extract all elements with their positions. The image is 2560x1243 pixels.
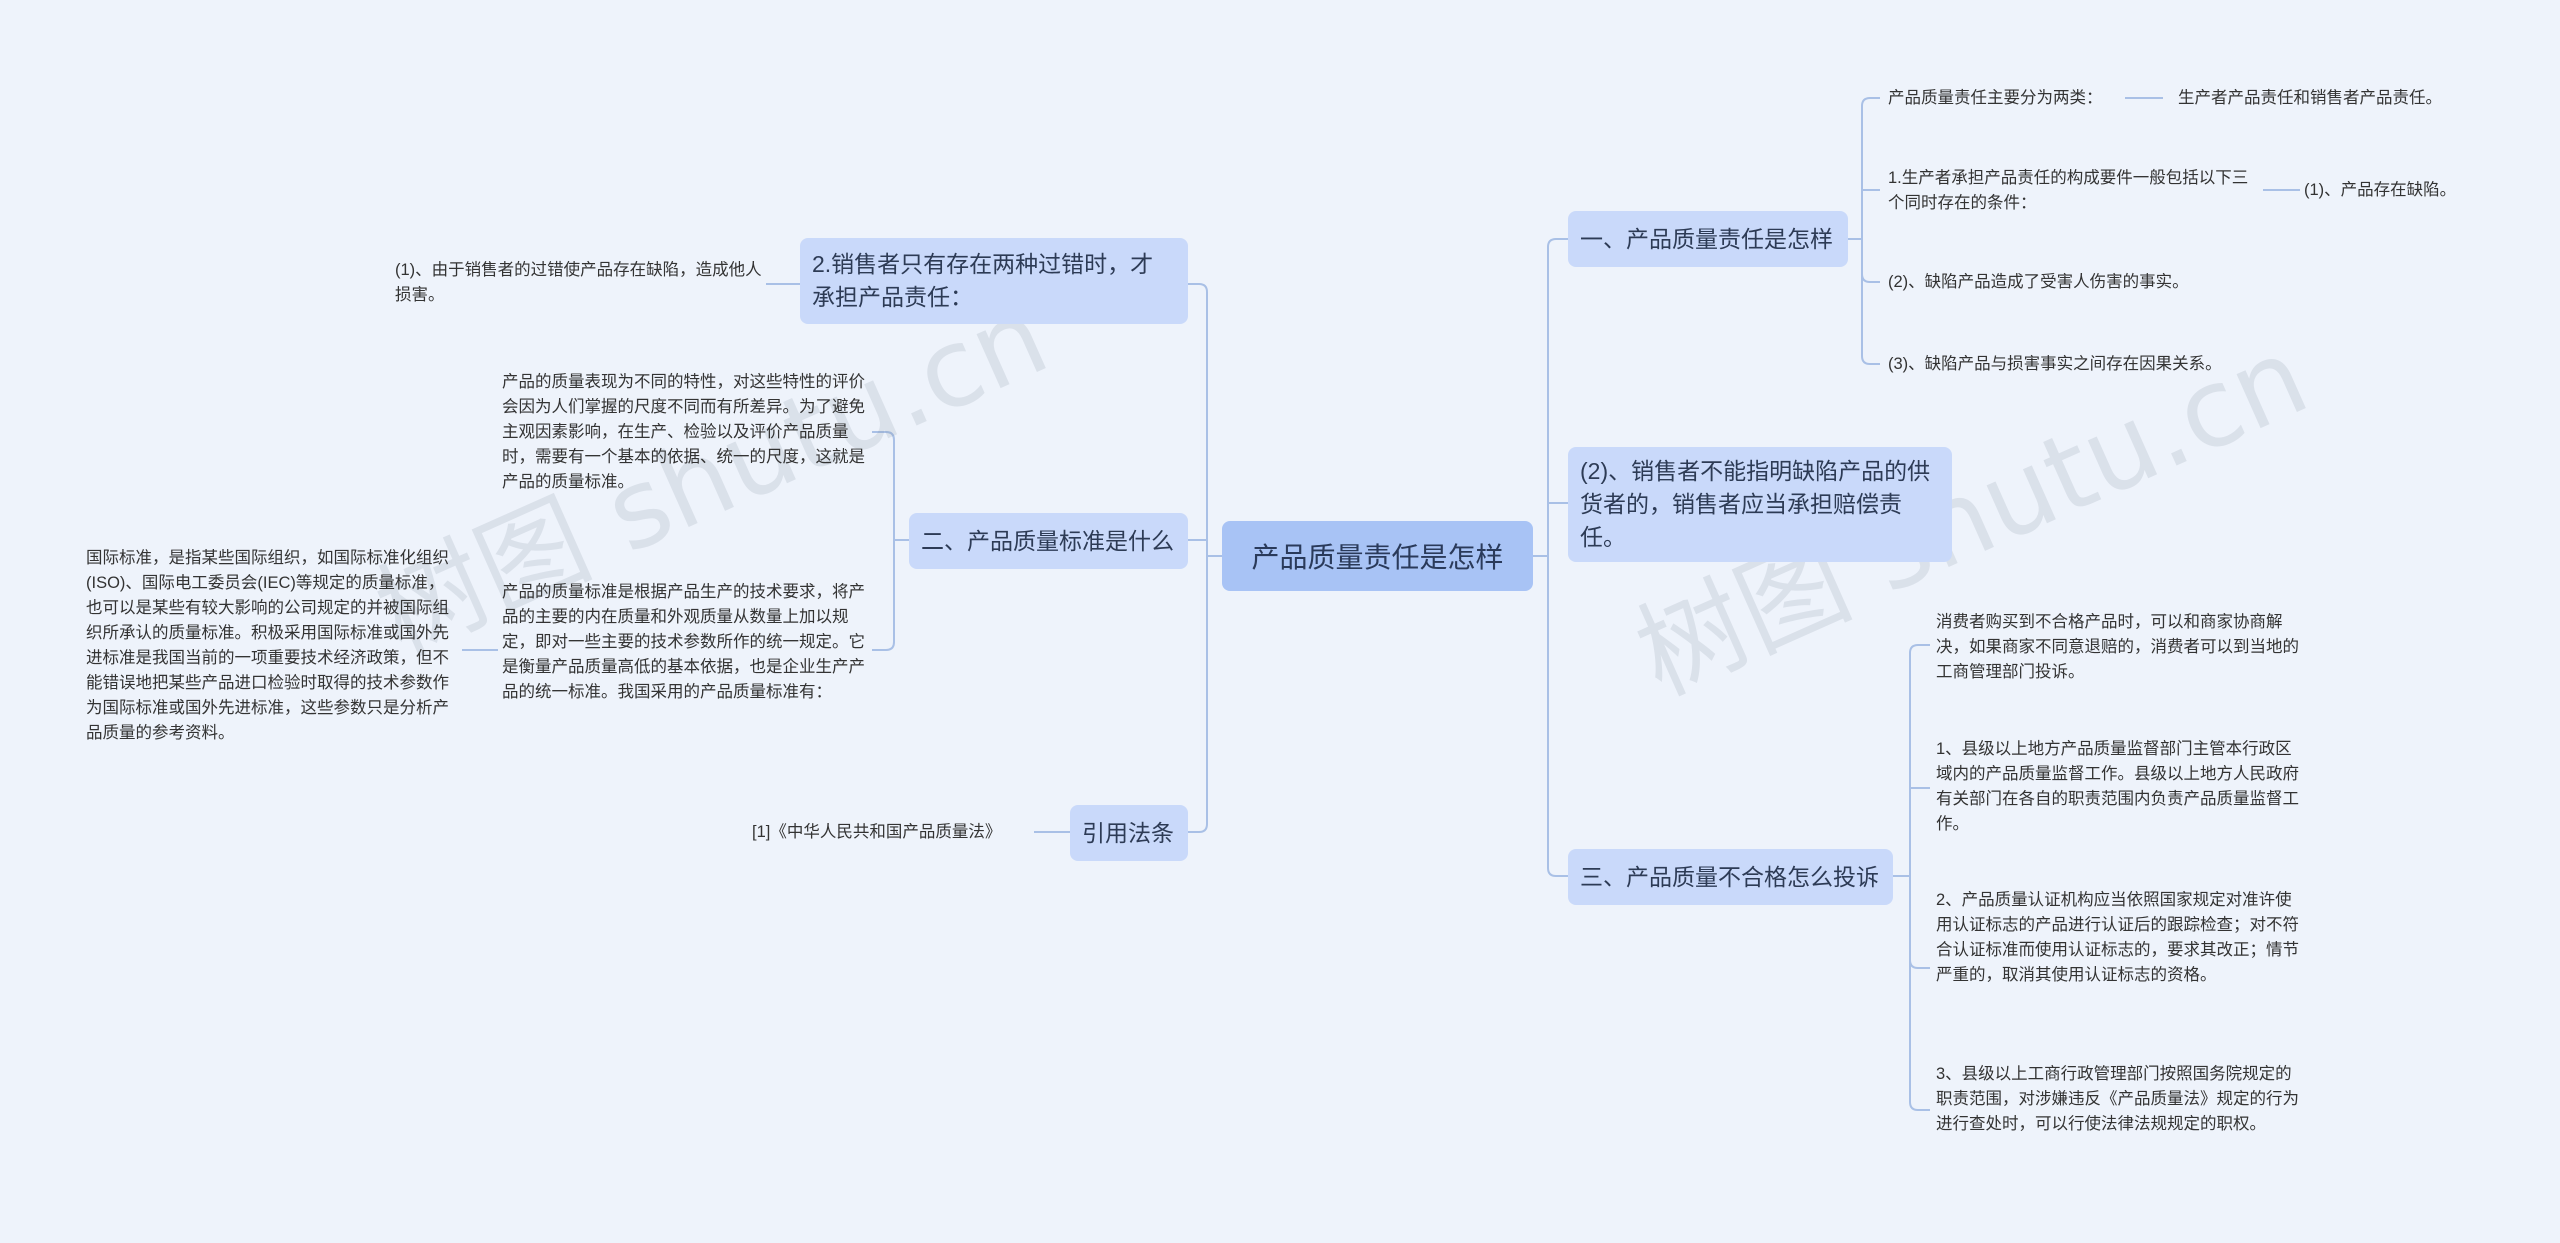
leaf-complaint-commerce: 3、县级以上工商行政管理部门按照国务院规定的职责范围，对涉嫌违反《产品质量法》规…	[1936, 1065, 2299, 1133]
leaf-cited-law-1: [1]《中华人民共和国产品质量法》	[752, 823, 1002, 841]
root-topic-label: 产品质量责任是怎样	[1251, 542, 1504, 573]
branch-seller-faults[interactable]: 2.销售者只有存在两种过错时，才承担产品责任：	[800, 238, 1188, 324]
leaf-liability-kinds: 生产者产品责任和销售者产品责任。	[2178, 89, 2442, 107]
branch-label: 三、产品质量不合格怎么投诉	[1580, 863, 1879, 890]
leaf-condition-2: (2)、缺陷产品造成了受害人伤害的事实。	[1888, 273, 2189, 291]
leaf-conditions: 1.生产者承担产品责任的构成要件一般包括以下三个同时存在的条件：	[1888, 169, 2249, 212]
root-topic[interactable]: 产品质量责任是怎样	[1222, 521, 1533, 591]
branch-label: (2)、销售者不能指明缺陷产品的供货者的，销售者应当承担赔偿责任。	[1580, 458, 1931, 550]
branch-label: 一、产品质量责任是怎样	[1580, 225, 1833, 252]
leaf-complaint-certification: 2、产品质量认证机构应当依照国家规定对准许使用认证标志的产品进行认证后的跟踪检查…	[1936, 891, 2299, 984]
leaf-condition-3: (3)、缺陷产品与损害事实之间存在因果关系。	[1888, 355, 2222, 373]
branch-product-liability[interactable]: 一、产品质量责任是怎样	[1568, 211, 1848, 267]
leaf-complaint-consumer: 消费者购买到不合格产品时，可以和商家协商解决，如果商家不同意退赔的，消费者可以到…	[1936, 613, 2299, 681]
leaf-complaint-county: 1、县级以上地方产品质量监督部门主管本行政区域内的产品质量监督工作。县级以上地方…	[1936, 740, 2299, 833]
leaf-quality-traits: 产品的质量表现为不同的特性，对这些特性的评价会因为人们掌握的尺度不同而有所差异。…	[502, 373, 865, 491]
leaf-liability-types: 产品质量责任主要分为两类：	[1888, 89, 2103, 107]
branch-complaint[interactable]: 三、产品质量不合格怎么投诉	[1568, 849, 1893, 905]
branch-cited-law[interactable]: 引用法条	[1070, 805, 1188, 861]
leaf-international-standard: 国际标准，是指某些国际组织，如国际标准化组织(ISO)、国际电工委员会(IEC)…	[86, 549, 449, 742]
branch-quality-standard[interactable]: 二、产品质量标准是什么	[909, 513, 1188, 569]
branch-label: 二、产品质量标准是什么	[921, 527, 1174, 554]
leaf-quality-standard-def: 产品的质量标准是根据产品生产的技术要求，将产品的主要的内在质量和外观质量从数量上…	[502, 583, 865, 701]
leaf-condition-1: (1)、产品存在缺陷。	[2304, 181, 2457, 199]
branch-label: 引用法条	[1082, 819, 1174, 846]
leaf-seller-fault-1: (1)、由于销售者的过错使产品存在缺陷，造成他人损害。	[395, 261, 762, 304]
branch-seller-liability[interactable]: (2)、销售者不能指明缺陷产品的供货者的，销售者应当承担赔偿责任。	[1568, 447, 1952, 562]
branch-label: 2.销售者只有存在两种过错时，才承担产品责任：	[812, 251, 1154, 310]
